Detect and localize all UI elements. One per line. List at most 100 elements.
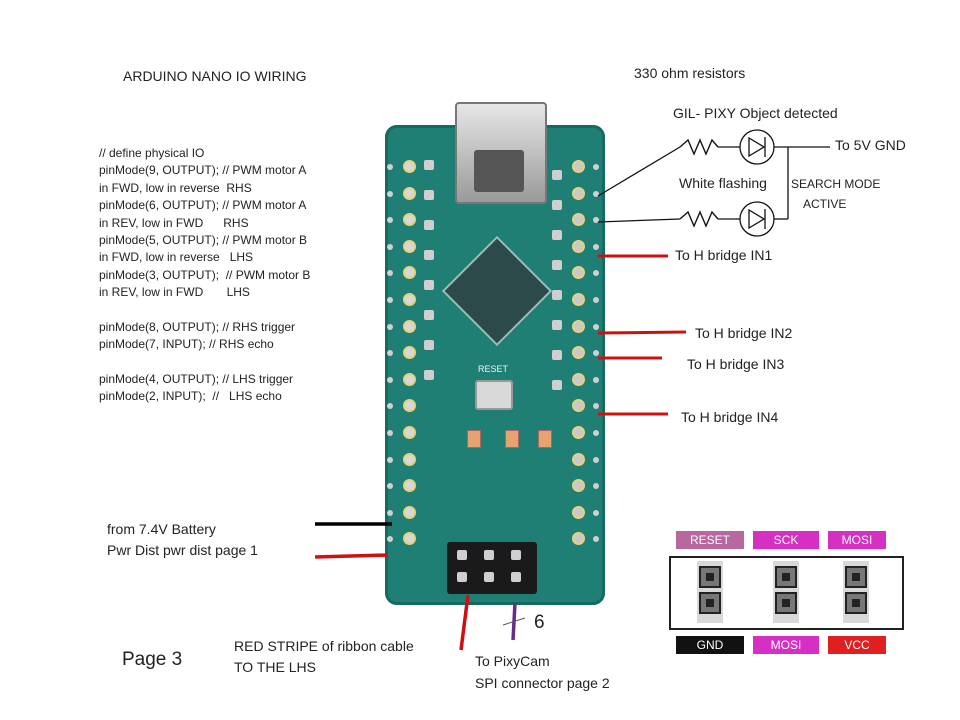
rx-led (505, 430, 519, 448)
spi-top-label: RESET (676, 531, 744, 549)
code-line: pinMode(3, OUTPUT); // PWM motor B (99, 267, 311, 282)
code-line: // define physical IO (99, 146, 205, 160)
reset-button (475, 380, 513, 410)
board-pin-right (572, 372, 585, 386)
board-pin-lead (387, 509, 393, 516)
header-pin (457, 550, 467, 560)
board-pin-lead (593, 243, 599, 250)
board-pin-lead (387, 350, 393, 357)
spi-bottom-label: MOSI (753, 636, 819, 654)
wire-count-label: 6 (534, 612, 545, 633)
board-pin-lead (387, 243, 393, 250)
reset-label: RESET (478, 364, 509, 374)
header-pin (457, 572, 467, 582)
board-pin-lead (593, 270, 599, 277)
board-pin-left (403, 160, 416, 173)
board-pin-right (572, 319, 585, 333)
board-pin-right (572, 452, 585, 466)
board-pad (552, 290, 562, 300)
hbridge-in3-label: To H bridge IN3 (687, 356, 785, 372)
led1-label: GIL- PIXY Object detected (673, 105, 838, 121)
board-pin-right (572, 479, 585, 493)
spi-pin (845, 566, 867, 588)
hbridge-in4-label: To H bridge IN4 (681, 409, 779, 425)
code-line: pinMode(7, INPUT); // RHS echo (99, 337, 274, 352)
board-pin-lead (593, 297, 599, 303)
code-line: pinMode(6, OUTPUT); // PWM motor A (99, 198, 307, 213)
board-pin-right (572, 186, 585, 200)
board-pad (552, 380, 562, 390)
board-pin-left (403, 346, 416, 360)
board-pin-left (403, 213, 416, 227)
spi-pin (699, 566, 721, 588)
ribbon-stripe-label: RED STRIPE of ribbon cable (234, 638, 414, 654)
board-pin-left (403, 479, 416, 493)
arduino-nano-board (385, 125, 605, 605)
board-pin-right (572, 426, 585, 439)
board-pin-lead (593, 350, 599, 357)
board-pin-lead (387, 190, 393, 197)
board-pad (552, 320, 562, 330)
board-pin-right (572, 505, 585, 519)
board-pin-lead (593, 536, 599, 543)
led2-label: White flashing (679, 175, 767, 191)
pixycam-label: To PixyCam (475, 653, 550, 669)
led2-symbol (739, 201, 775, 237)
to-5v-gnd-label: To 5V GND (835, 137, 906, 153)
board-pin-lead (593, 509, 599, 516)
board-pad (424, 250, 434, 260)
led2-resistor (679, 210, 719, 228)
board-pin-lead (387, 323, 393, 330)
resistors-label: 330 ohm resistors (634, 65, 746, 81)
board-pad (552, 350, 562, 360)
board-pin-lead (593, 190, 599, 197)
board-pin-lead (387, 430, 393, 436)
board-pin-left (403, 532, 416, 546)
code-line: in REV, low in FWD RHS (99, 215, 249, 230)
search-active-label: ACTIVE (803, 197, 847, 211)
spi-pin (775, 592, 797, 614)
code-line: in FWD, low in reverse LHS (99, 250, 254, 265)
board-pin-lead (593, 376, 599, 383)
board-pin-lead (387, 483, 393, 490)
led1-symbol (739, 129, 775, 165)
board-pin-right (572, 532, 585, 546)
board-pin-left (403, 186, 416, 200)
hbridge-in1-label: To H bridge IN1 (675, 247, 773, 263)
io-code-block: // define physical IO pinMode(9, OUTPUT)… (99, 145, 310, 406)
ribbon-side-label: TO THE LHS (234, 659, 316, 675)
led1-diode (748, 136, 766, 158)
ribbon-red-stripe (459, 594, 470, 651)
board-pin-left (403, 319, 416, 333)
board-pin-left (403, 452, 416, 466)
board-pin-right (572, 293, 585, 306)
board-pin-left (403, 399, 416, 413)
spi-top-label: SCK (753, 531, 819, 549)
code-line: in REV, low in FWD LHS (99, 285, 250, 300)
page-number: Page 3 (122, 649, 183, 670)
board-pin-left (403, 293, 416, 306)
board-pin-lead (387, 536, 393, 543)
tx-led (538, 430, 552, 448)
board-pin-left (403, 372, 416, 386)
code-line: pinMode(9, OUTPUT); // PWM motor A (99, 163, 307, 178)
board-pad (552, 200, 562, 210)
led2-wire (597, 218, 681, 223)
board-pin-lead (593, 323, 599, 330)
board-pin-left (403, 266, 416, 280)
board-pin-left (403, 239, 416, 253)
board-pin-right (572, 399, 585, 413)
spi-pin (699, 592, 721, 614)
board-pin-lead (593, 217, 599, 224)
led1-wire (597, 146, 681, 197)
board-pin-lead (593, 430, 599, 436)
board-pin-right (572, 239, 585, 253)
diagram-title: ARDUINO NANO IO WIRING (123, 68, 307, 84)
header-pin (484, 572, 494, 582)
board-pin-lead (593, 403, 599, 410)
board-pin-lead (387, 270, 393, 277)
board-pin-lead (387, 376, 393, 383)
code-line: pinMode(2, INPUT); // LHS echo (99, 389, 282, 404)
board-pin-lead (593, 483, 599, 490)
